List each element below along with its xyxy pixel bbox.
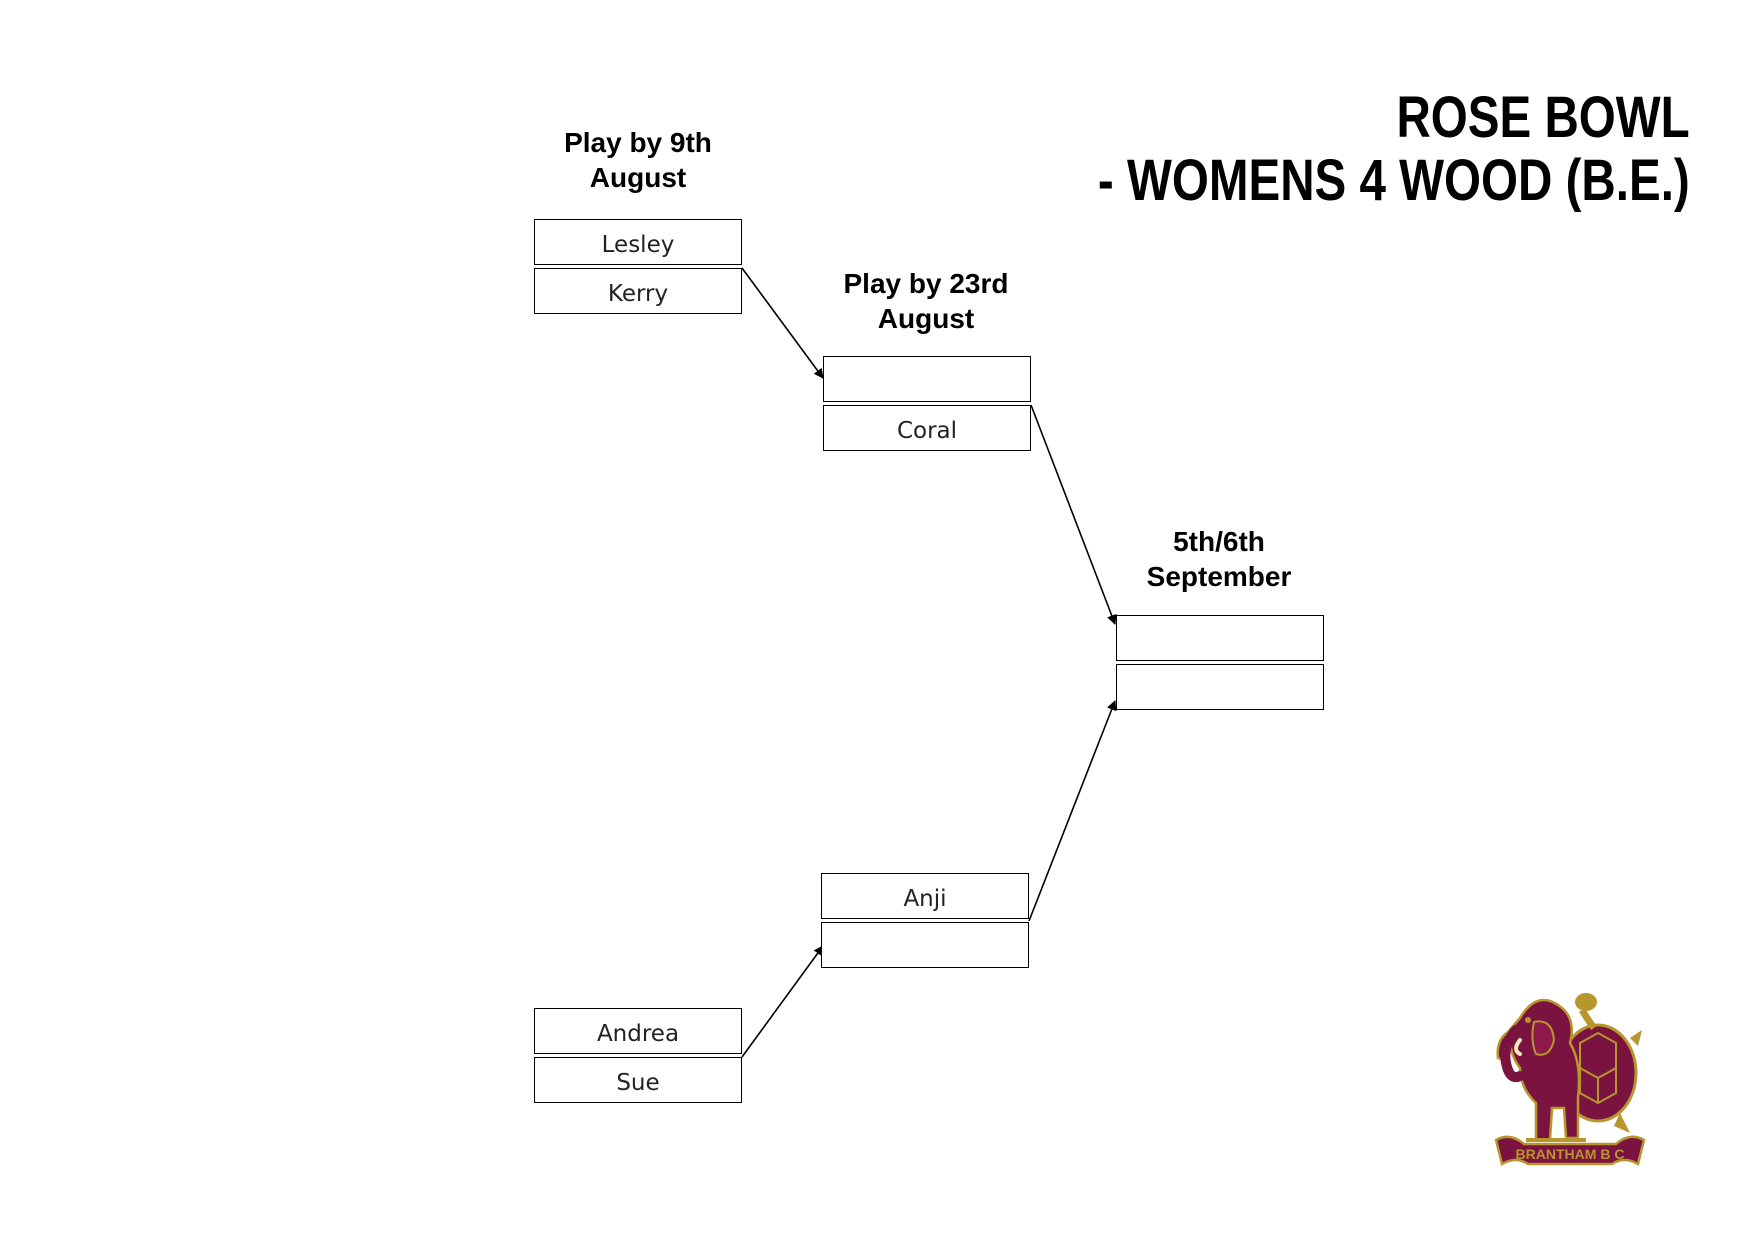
r2-top-player-1-slot [823,356,1031,402]
connector-r1-bottom-to-r2-bottom [741,945,824,1058]
round-2-heading-line-1: Play by 23rd [843,268,1009,299]
r1-top-player-2-slot: Kerry [534,268,742,314]
r2-bottom-player-1-slot: Anji [821,873,1029,919]
r1-bottom-player-2-slot: Sue [534,1057,742,1103]
final-player-1-slot [1116,615,1324,661]
title-line-2: - WOMENS 4 WOOD (B.E.) [1098,148,1690,213]
round-1-heading: Play by 9th August [518,125,758,195]
connector-r2-bottom-to-final [1028,700,1117,922]
round-1-heading-line-1: Play by 9th [564,127,712,158]
r1-bottom-player-1-slot: Andrea [534,1008,742,1054]
round-1-heading-line-2: August [589,162,687,193]
logo-banner-text: BRANTHAM B C [1516,1146,1625,1162]
final-heading: 5th/6th September [1099,524,1339,594]
r2-bottom-player-2-slot [821,922,1029,968]
title-line-1: ROSE BOWL [1396,85,1690,150]
final-player-2-slot [1116,664,1324,710]
round-2-heading: Play by 23rd August [806,266,1046,336]
final-heading-line-1: 5th/6th [1173,526,1265,557]
r2-top-player-2-slot: Coral [823,405,1031,451]
r1-top-player-1-slot: Lesley [534,219,742,265]
tournament-title: ROSE BOWL - WOMENS 4 WOOD (B.E.) [1098,86,1690,212]
round-2-heading-line-2: August [877,303,975,334]
elephant-tortoise-crest-icon: BRANTHAM B C [1494,993,1646,1166]
final-heading-line-2: September [1146,561,1292,592]
